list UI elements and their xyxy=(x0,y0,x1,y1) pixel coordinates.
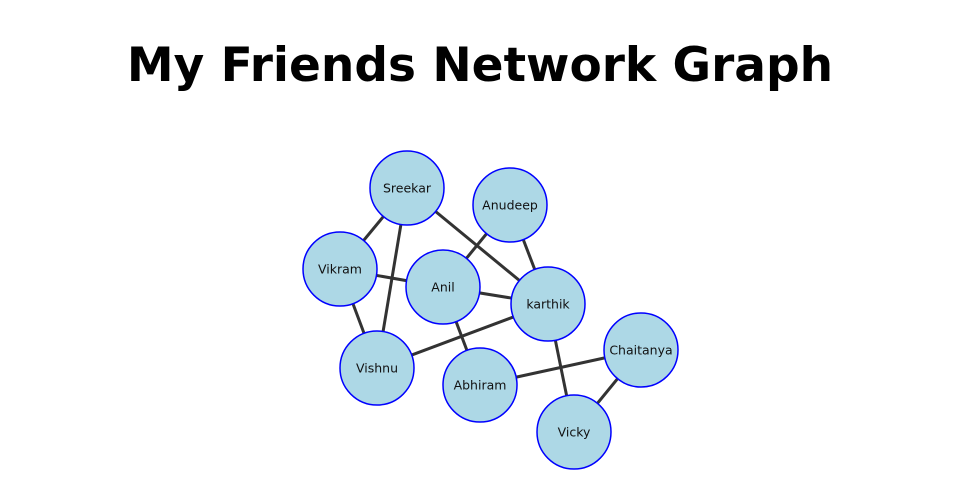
node-label: Anudeep xyxy=(482,198,538,213)
node-anil[interactable]: Anil xyxy=(405,249,481,325)
node-label: Chaitanya xyxy=(609,343,672,358)
node-label: Sreekar xyxy=(383,181,432,196)
node-chaitanya[interactable]: Chaitanya xyxy=(603,312,679,388)
node-circle[interactable] xyxy=(536,394,612,470)
node-circle[interactable] xyxy=(405,249,481,325)
node-vishnu[interactable]: Vishnu xyxy=(339,330,415,406)
node-vikram[interactable]: Vikram xyxy=(302,231,378,307)
node-circle[interactable] xyxy=(339,330,415,406)
node-circle[interactable] xyxy=(472,167,548,243)
node-circle[interactable] xyxy=(510,266,586,342)
node-karthik[interactable]: karthik xyxy=(510,266,586,342)
node-label: Anil xyxy=(431,280,454,295)
node-vicky[interactable]: Vicky xyxy=(536,394,612,470)
node-circle[interactable] xyxy=(442,347,518,423)
node-sreekar[interactable]: Sreekar xyxy=(369,150,445,226)
node-label: Vishnu xyxy=(356,361,398,376)
node-label: Abhiram xyxy=(454,378,507,393)
page-title: My Friends Network Graph xyxy=(126,38,834,93)
node-label: karthik xyxy=(526,297,570,312)
node-anudeep[interactable]: Anudeep xyxy=(472,167,548,243)
node-circle[interactable] xyxy=(603,312,679,388)
node-label: Vicky xyxy=(558,425,591,440)
node-label: Vikram xyxy=(318,262,362,277)
node-circle[interactable] xyxy=(302,231,378,307)
node-circle[interactable] xyxy=(369,150,445,226)
node-abhiram[interactable]: Abhiram xyxy=(442,347,518,423)
